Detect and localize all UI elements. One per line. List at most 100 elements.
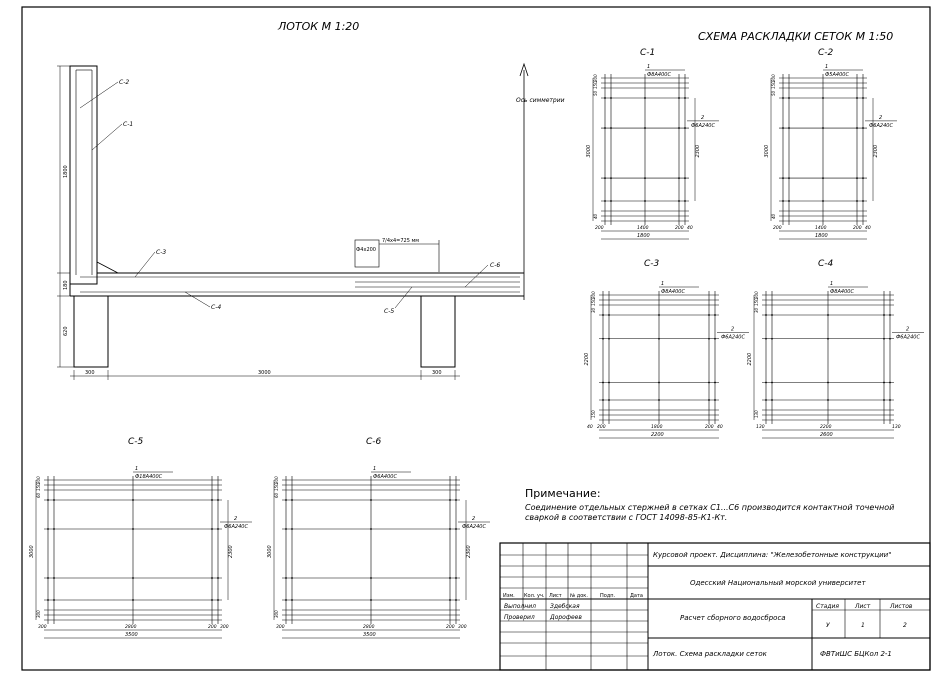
dim-right-support: 300 [432, 370, 442, 376]
weld-point [211, 499, 213, 501]
weld-point [862, 177, 864, 180]
mesh-width-dim: 300 [220, 624, 229, 630]
weld-point [217, 577, 219, 579]
mesh-bar-2-number: 2 [701, 115, 704, 121]
weld-point [132, 599, 134, 601]
weld-point [827, 381, 829, 384]
mesh-total-width-dim: 1800 [637, 233, 650, 239]
weld-point [883, 381, 885, 384]
mesh-total-width-dim: 3500 [363, 632, 376, 638]
weld-point [684, 97, 686, 99]
mesh-total-width-dim: 3500 [125, 632, 138, 638]
mesh-bar-1-number: 1 [830, 281, 833, 287]
mesh-top-bar-label: Ф8А400С [661, 289, 685, 295]
mesh-width-dim: 40 [717, 424, 723, 430]
weld-point [449, 599, 451, 601]
weld-point [883, 314, 885, 316]
mesh-height-dim: 3000 [29, 545, 35, 558]
mesh-title: С-1 [640, 48, 655, 58]
weld-point [765, 337, 767, 340]
weld-point [862, 200, 864, 202]
tb-header-izm: Изм. [503, 593, 515, 599]
mesh-top-dim: 30 [591, 307, 596, 313]
weld-point [217, 528, 219, 530]
mesh-width-dim: 130 [756, 424, 765, 430]
mesh-top-dim: 150 [593, 81, 598, 89]
weld-point [788, 97, 790, 99]
weld-point [291, 528, 293, 530]
tb-sheets: 2 [903, 622, 907, 629]
mesh-title: С-4 [818, 259, 834, 269]
label-c3: С-3 [156, 249, 166, 256]
mesh-top-bar-label: Ф8А400С [647, 72, 671, 78]
label-c1: С-1 [123, 121, 133, 128]
dim-height-total: 1800 [63, 165, 69, 178]
tb-header-sign: Подп. [600, 593, 616, 599]
mesh-width-dim: 200 [705, 424, 714, 430]
weld-point [684, 127, 686, 129]
weld-point [678, 97, 680, 99]
tb-work: Расчет сборного водосброса [680, 614, 786, 622]
weld-point [285, 577, 287, 579]
tb-code: ФВТиШС БЦКол 2-1 [820, 650, 892, 658]
weld-point [132, 528, 134, 530]
mesh-title: С-6 [366, 437, 382, 447]
weld-point [217, 599, 219, 601]
weld-point [771, 399, 773, 401]
weld-point [827, 337, 829, 340]
mesh-bar-2-number: 2 [731, 327, 734, 333]
mesh-side-bar-label: Ф6А240С [869, 123, 893, 129]
mesh-bottom-dim: 300 [36, 610, 41, 618]
weld-point [771, 381, 773, 384]
mesh-top-dim: 60 [274, 492, 279, 498]
mesh-bar-1-number: 1 [647, 64, 650, 70]
weld-point [602, 337, 604, 340]
mesh-width-dim: 200 [208, 624, 217, 630]
mesh-side-bar-label: Ф6А240С [224, 524, 248, 530]
mesh-bar-2-number: 2 [472, 516, 475, 522]
weld-point [862, 127, 864, 129]
weld-point [788, 127, 790, 129]
mesh-inner-dim: 2300 [228, 545, 234, 558]
weld-point [47, 528, 49, 530]
weld-point [53, 499, 55, 501]
mesh-bottom-dim: 300 [274, 610, 279, 618]
label-c4: С-4 [211, 304, 221, 311]
weld-point [608, 399, 610, 401]
weld-point [827, 399, 829, 401]
mesh-top-bar-label: Ф6А400С [373, 474, 397, 480]
weld-point [604, 200, 606, 202]
weld-point [455, 499, 457, 501]
weld-point [856, 177, 858, 180]
weld-point [47, 499, 49, 501]
weld-point [455, 599, 457, 601]
dim-span: 3000 [258, 370, 271, 376]
mesh-side-bar-label: Ф6А240С [691, 123, 715, 129]
tb-header-list: Лист [549, 593, 562, 599]
mesh-width-dim: 130 [892, 424, 901, 430]
weld-point [602, 381, 604, 384]
weld-point [604, 127, 606, 129]
axis-label: Ось симметрии [516, 97, 565, 104]
weld-point [678, 127, 680, 129]
weld-point [714, 314, 716, 316]
weld-point [822, 127, 824, 129]
weld-point [604, 97, 606, 99]
weld-point [883, 337, 885, 340]
mesh-top-dim: 200 [771, 74, 776, 82]
mesh-top-bar-label: Ф5А400С [825, 72, 849, 78]
weld-point [132, 499, 134, 501]
weld-point [827, 314, 829, 316]
tb-header-date: Дата [630, 593, 643, 599]
weld-point [602, 399, 604, 401]
weld-point [455, 577, 457, 579]
mesh-total-width-dim: 2600 [820, 432, 833, 438]
title-block: Курсовой проект. Дисциплина: "Железобето… [499, 542, 931, 671]
mesh-side-bar-label: Ф6А240С [721, 335, 745, 341]
mesh-top-dim: 150 [754, 298, 759, 306]
weld-point [771, 314, 773, 316]
mesh-bar-1-number: 1 [825, 64, 828, 70]
mesh-width-dim: 1400 [815, 225, 827, 231]
mesh-top-dim: 50 [771, 90, 776, 96]
mesh-bottom-dim: 150 [591, 410, 596, 418]
